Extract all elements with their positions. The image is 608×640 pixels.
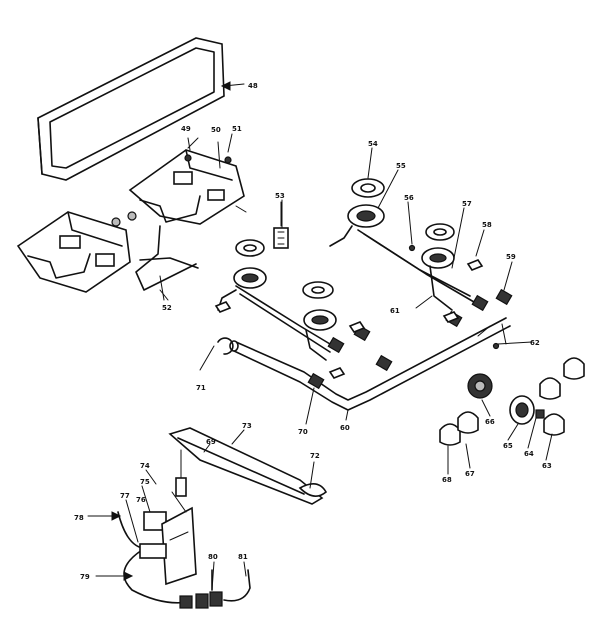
callout-65: 65 <box>503 442 513 450</box>
callout-81: 81 <box>238 553 248 561</box>
wiring-harness-part <box>117 511 251 609</box>
callout-48: 48 <box>248 82 258 90</box>
burner-caps <box>233 178 455 331</box>
ignition-module-part <box>143 506 197 586</box>
callout-50: 50 <box>211 126 221 134</box>
callout-77: 77 <box>120 492 130 500</box>
callout-62: 62 <box>530 339 540 347</box>
callout-labels: 48 49 50 51 52 53 54 55 56 57 58 59 60 6… <box>74 82 552 581</box>
callout-56: 56 <box>404 194 414 202</box>
callout-60: 60 <box>340 424 350 432</box>
callout-80: 80 <box>208 553 218 561</box>
wire-tube-part <box>135 225 199 301</box>
leader-lines <box>87 133 553 591</box>
callout-69: 69 <box>206 438 216 446</box>
burner-tubes <box>217 225 475 361</box>
small-clip-part <box>273 201 289 249</box>
callout-79: 79 <box>80 573 90 581</box>
callout-76: 76 <box>136 496 146 504</box>
callout-73: 73 <box>242 422 252 430</box>
callout-75: 75 <box>140 478 150 486</box>
callout-54: 54 <box>368 140 378 148</box>
callout-68: 68 <box>442 476 452 484</box>
callout-63: 63 <box>542 462 552 470</box>
callout-51: 51 <box>232 125 242 133</box>
callout-57: 57 <box>462 200 472 208</box>
small-clips <box>214 244 500 379</box>
callout-72: 72 <box>310 452 320 460</box>
callout-71: 71 <box>196 384 206 392</box>
upper-burner-bracket-part <box>128 137 247 225</box>
callout-49: 49 <box>181 125 191 133</box>
pipe-clip-part <box>217 337 234 355</box>
ignition-cover-part <box>168 427 328 505</box>
callout-64: 64 <box>524 450 534 458</box>
lower-burner-bracket-part <box>16 211 137 293</box>
callout-59: 59 <box>506 253 516 261</box>
callout-53: 53 <box>275 192 285 200</box>
callout-67: 67 <box>465 470 475 478</box>
callout-66: 66 <box>485 418 495 426</box>
trim-frame-part <box>37 37 245 181</box>
callout-78: 78 <box>74 514 84 522</box>
control-knobs <box>439 357 585 446</box>
spark-electrode-part <box>175 449 187 497</box>
callout-52: 52 <box>162 304 172 312</box>
callout-55: 55 <box>396 162 406 170</box>
valves <box>307 288 513 390</box>
callout-61: 61 <box>390 307 400 315</box>
callout-58: 58 <box>482 221 492 229</box>
callout-70: 70 <box>298 428 308 436</box>
callout-74: 74 <box>140 462 150 470</box>
